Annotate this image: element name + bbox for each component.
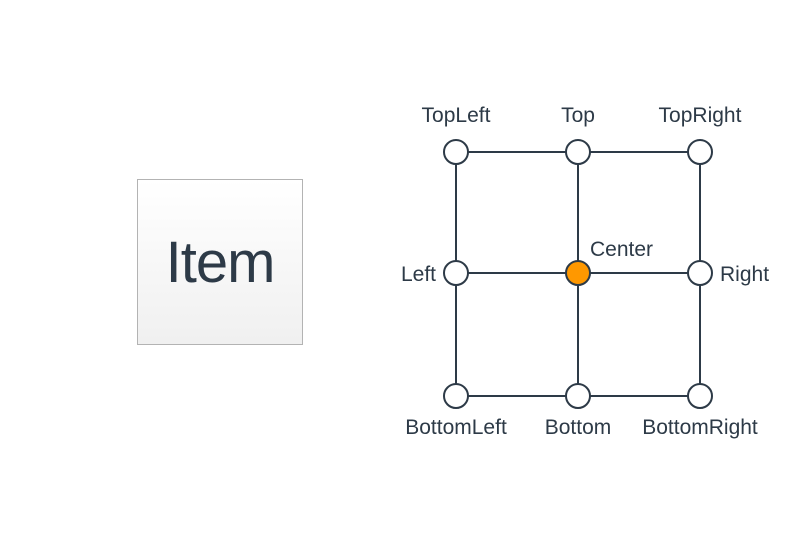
label-top: Top (561, 104, 595, 127)
label-bottom-right: BottomRight (642, 416, 758, 439)
point-right[interactable] (687, 260, 713, 286)
item-label: Item (165, 229, 276, 295)
point-left[interactable] (443, 260, 469, 286)
item-box: Item (137, 179, 303, 345)
point-top[interactable] (565, 139, 591, 165)
label-right: Right (720, 263, 769, 286)
label-bottom-left: BottomLeft (405, 416, 507, 439)
point-center[interactable] (565, 260, 591, 286)
label-top-right: TopRight (659, 104, 742, 127)
point-top-left[interactable] (443, 139, 469, 165)
point-bottom-right[interactable] (687, 383, 713, 409)
label-left: Left (401, 263, 436, 286)
label-bottom: Bottom (545, 416, 612, 439)
point-top-right[interactable] (687, 139, 713, 165)
label-top-left: TopLeft (422, 104, 491, 127)
point-bottom[interactable] (565, 383, 591, 409)
label-center: Center (590, 238, 653, 261)
point-bottom-left[interactable] (443, 383, 469, 409)
